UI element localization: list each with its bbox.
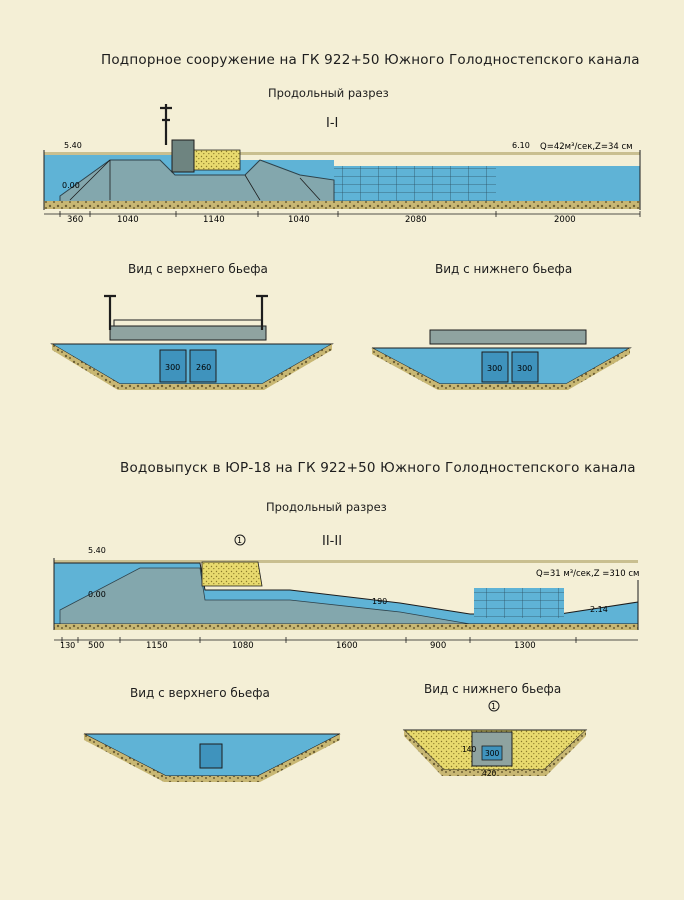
marker-circle	[234, 534, 246, 546]
dim-label: 130	[60, 641, 75, 650]
water-downstream	[496, 166, 640, 201]
sand-fill	[189, 149, 241, 171]
dim-label: 1140	[203, 215, 225, 225]
dim-label: 1040	[288, 215, 310, 225]
elevation-label: 5.40	[64, 141, 82, 150]
section2-frame	[53, 558, 639, 630]
inner-dim: 190	[372, 597, 387, 606]
dim-label: 2080	[405, 215, 427, 225]
outlet-dim: 420	[482, 769, 497, 778]
foundation-gravel	[54, 624, 638, 630]
marker-number: 1	[237, 536, 242, 545]
riprap-grid	[474, 588, 564, 618]
outlet-dim: 300	[485, 749, 500, 758]
gate-opening	[189, 349, 217, 383]
lamp-post	[160, 104, 172, 145]
gate-opening	[159, 349, 187, 383]
section1-title: Подпорное сооружение на ГК 922+50 Южного…	[101, 52, 640, 68]
gate-dim: 300	[165, 363, 180, 372]
elevation-label: 2.14	[590, 605, 608, 614]
gate-dim: 300	[487, 364, 502, 373]
dim-label: 1300	[514, 641, 536, 651]
outlet-dim: 140	[462, 745, 477, 754]
flow-label: Q=31 м³/сек,Z =310 см	[536, 569, 639, 579]
lamp-post-left	[104, 294, 116, 330]
elevation-label: 0.00	[62, 181, 80, 190]
sand-fill	[201, 561, 263, 587]
bridge-deck	[109, 325, 267, 341]
outlet-box	[199, 743, 223, 769]
elevation-label: 0.00	[88, 590, 106, 599]
railing	[113, 319, 263, 326]
dimension-ticks	[61, 637, 577, 643]
section1-upstream-view: 300 260	[50, 294, 334, 390]
dim-label: 1080	[232, 641, 254, 651]
bank-gravel	[84, 734, 340, 782]
section1-view-downstream-label: Вид с нижнего бьефа	[435, 262, 573, 276]
bank-line	[44, 152, 640, 155]
section1-downstream-view: 300 300	[371, 329, 632, 390]
section1-subtitle: Продольный разрез	[268, 86, 389, 100]
elevation-label: 6.10	[512, 141, 530, 150]
bank-line	[54, 560, 638, 563]
dim-label: 360	[67, 215, 83, 225]
section2-downstream-view: 300 420 140 1	[402, 700, 588, 778]
section1-view-upstream-label: Вид с верхнего бьефа	[128, 262, 268, 276]
dimension-ticks	[59, 211, 641, 217]
section1-longitudinal: 360 1040 1140 1040 2080 2000 5.40 6.10 0…	[43, 104, 641, 225]
elevation-label: 5.40	[88, 546, 106, 555]
bridge-deck	[429, 329, 587, 345]
section2-subtitle: Продольный разрез	[266, 500, 387, 514]
riprap-grid	[334, 166, 496, 201]
section2-view-upstream-label: Вид с верхнего бьефа	[130, 686, 270, 700]
dim-label: 1600	[336, 641, 358, 651]
dim-label: 2000	[554, 215, 576, 225]
marker-circle	[488, 700, 500, 712]
dim-label: 1150	[146, 641, 168, 651]
dim-label: 1040	[117, 215, 139, 225]
section1-frame	[43, 150, 641, 210]
gate-tower	[171, 139, 195, 173]
dim-label: 500	[88, 641, 104, 651]
section2-longitudinal: 130 500 1150 1080 1600 900 1300 190 5.40…	[53, 534, 639, 651]
section2-view-downstream-label: Вид с нижнего бьефа	[424, 682, 562, 696]
section2-upstream-view	[83, 733, 341, 782]
gate-dim: 260	[196, 363, 211, 372]
gate-opening	[511, 351, 539, 383]
dim-label: 900	[430, 641, 446, 651]
lamp-post-right	[256, 294, 268, 330]
outlet-opening	[481, 745, 503, 761]
structure-lines	[69, 159, 321, 201]
gate-opening	[481, 351, 509, 383]
marker-number: 1	[491, 702, 496, 711]
section1-cut-label: I-I	[326, 116, 339, 131]
flow-label: Q=42м³/сек,Z=34 см	[540, 142, 633, 152]
gate-dim: 300	[517, 364, 532, 373]
foundation-gravel	[44, 201, 640, 209]
section2-title: Водовыпуск в ЮР-18 на ГК 922+50 Южного Г…	[120, 460, 636, 476]
section2-cut-label: II-II	[322, 534, 343, 549]
